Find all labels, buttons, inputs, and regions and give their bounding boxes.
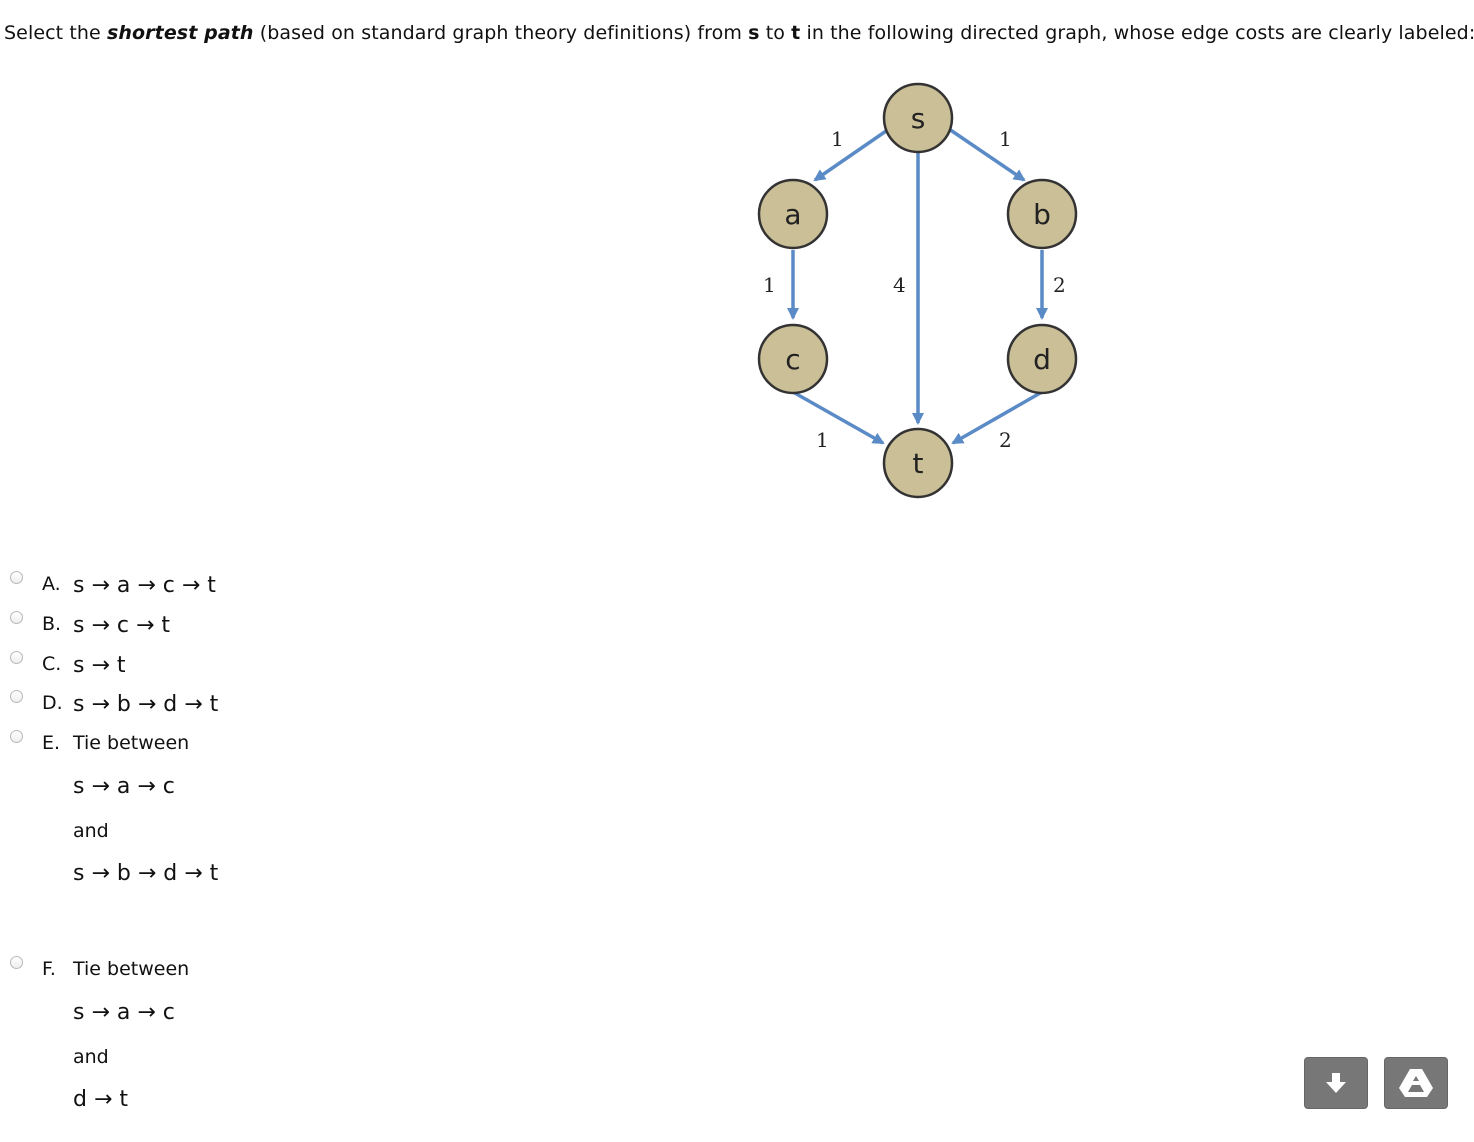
svg-text:b: b: [1033, 198, 1051, 231]
option-b-letter: B.: [42, 613, 62, 635]
option-e-path-1: s → a → c: [73, 774, 175, 799]
option-e-path-2: s → b → d → t: [73, 861, 219, 886]
svg-text:d: d: [1033, 343, 1051, 376]
option-f-letter: F.: [42, 958, 56, 980]
radio-option-e[interactable]: [10, 730, 23, 743]
node-t: t: [882, 427, 954, 499]
option-c-text: s → t: [73, 653, 126, 678]
svg-text:a: a: [784, 198, 801, 231]
svg-text:t: t: [913, 447, 924, 480]
download-button[interactable]: [1304, 1057, 1368, 1109]
option-a-letter: A.: [42, 573, 61, 595]
option-f-and: and: [73, 1046, 109, 1068]
download-icon: [1326, 1073, 1346, 1093]
svg-text:c: c: [785, 343, 800, 376]
edge-label-b-d: 2: [1053, 273, 1066, 297]
option-e-and: and: [73, 820, 109, 842]
radio-option-f[interactable]: [10, 956, 23, 969]
option-f-path-2: d → t: [73, 1087, 129, 1112]
radio-option-b[interactable]: [10, 611, 23, 624]
edge-s-a: [813, 127, 890, 182]
drive-icon: [1399, 1069, 1433, 1097]
svg-text:s: s: [911, 102, 926, 135]
radio-option-d[interactable]: [10, 690, 23, 703]
option-d-text: s → b → d → t: [73, 692, 219, 717]
node-d: d: [1006, 323, 1078, 395]
edge-label-s-t: 4: [893, 273, 906, 297]
option-e-text: Tie between: [73, 732, 190, 754]
edge-label-c-t: 1: [816, 428, 829, 452]
edge-label-s-b: 1: [999, 127, 1012, 151]
directed-graph: 1 1 1 4 2 1 2 s a b c d t: [757, 82, 1078, 499]
edge-label-s-a: 1: [831, 127, 844, 151]
option-b-text: s → c → t: [73, 613, 171, 638]
option-f-text: Tie between: [73, 958, 190, 980]
edge-d-t: [951, 390, 1043, 445]
question-emphasis: shortest path: [106, 22, 254, 44]
node-c: c: [757, 323, 829, 395]
edge-label-d-t: 2: [999, 428, 1012, 452]
option-f-path-1: s → a → c: [73, 1000, 175, 1025]
option-c-letter: C.: [42, 653, 62, 675]
edge-s-b: [948, 127, 1026, 182]
option-e-letter: E.: [42, 732, 61, 754]
node-s: s: [882, 82, 954, 154]
edge-label-a-c: 1: [763, 273, 776, 297]
edge-c-t: [792, 390, 885, 445]
option-a-text: s → a → c → t: [73, 573, 216, 598]
question-text: Select the shortest path (based on stand…: [4, 22, 1474, 44]
radio-option-a[interactable]: [10, 571, 23, 584]
radio-option-c[interactable]: [10, 651, 23, 664]
drive-button[interactable]: [1384, 1057, 1448, 1109]
option-d-letter: D.: [42, 692, 63, 714]
node-b: b: [1006, 178, 1078, 250]
node-a: a: [757, 178, 829, 250]
